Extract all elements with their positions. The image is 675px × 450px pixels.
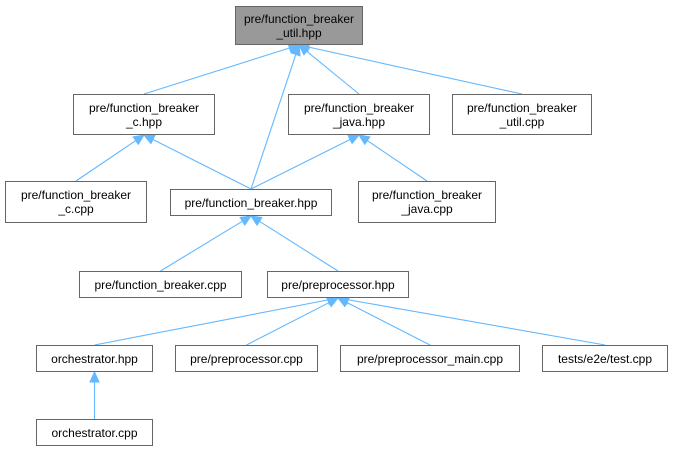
node-label-line2: _c.hpp — [125, 114, 163, 129]
arrowhead-orch_cpp-to-orch_hpp — [89, 370, 100, 383]
arrowhead-pp_cpp-to-pp_hpp — [326, 297, 340, 308]
edge-fb_hpp-to-java_hpp — [250, 138, 351, 190]
node-label-line1: pre/function_breaker — [243, 11, 355, 26]
node-orchestrator-hpp[interactable]: orchestrator.hpp — [36, 345, 153, 372]
node-label: pre/preprocessor_main.cpp — [356, 351, 504, 366]
node-label: tests/e2e/test.cpp — [557, 351, 653, 366]
node-label-line1: pre/function_breaker — [88, 100, 200, 115]
node-label-line1: pre/function_breaker — [20, 188, 132, 202]
node-function-breaker-util-cpp[interactable]: pre/function_breaker _util.cpp — [452, 94, 592, 135]
node-function-breaker-util-hpp[interactable]: pre/function_breaker _util.hpp — [235, 6, 363, 45]
node-label-line2: _util.hpp — [276, 25, 322, 40]
edge-test_cpp-to-pp_hpp — [347, 299, 606, 346]
node-label-line1: pre/function_breaker — [466, 100, 578, 115]
node-preprocessor-main-cpp[interactable]: pre/preprocessor_main.cpp — [340, 345, 520, 372]
node-label: pre/preprocessor.hpp — [281, 277, 395, 292]
node-function-breaker-cpp[interactable]: pre/function_breaker.cpp — [79, 271, 242, 298]
edge-util_cpp-to-util_hpp — [308, 46, 523, 95]
node-label-line2: _java.cpp — [401, 202, 453, 216]
edge-orch_hpp-to-pp_hpp — [94, 299, 329, 346]
node-function-breaker-hpp[interactable]: pre/function_breaker.hpp — [170, 189, 332, 216]
node-function-breaker-c-cpp[interactable]: pre/function_breaker _c.cpp — [5, 181, 147, 223]
arrowhead-java_cpp-to-java_hpp — [357, 134, 371, 146]
edge-fb_hpp-to-util_hpp — [250, 54, 297, 190]
arrowhead-pp_hpp-to-fb_hpp — [249, 215, 263, 227]
edge-java_hpp-to-util_hpp — [306, 50, 360, 95]
edge-pp_main-to-pp_hpp — [346, 302, 431, 346]
node-function-breaker-java-cpp[interactable]: pre/function_breaker _java.cpp — [358, 181, 496, 223]
edge-c_cpp-to-c_hpp — [75, 140, 137, 182]
node-label: pre/function_breaker.cpp — [94, 277, 227, 292]
node-label-line2: _util.cpp — [499, 114, 545, 129]
edge-pp_cpp-to-pp_hpp — [246, 302, 330, 346]
edge-java_cpp-to-java_hpp — [366, 140, 428, 182]
node-label: pre/function_breaker.hpp — [184, 195, 318, 210]
node-label: pre/preprocessor.cpp — [190, 351, 303, 366]
node-function-breaker-java-hpp[interactable]: pre/function_breaker _java.hpp — [288, 94, 430, 135]
edge-c_hpp-to-util_hpp — [143, 47, 290, 95]
arrowhead-fb_hpp-to-c_hpp — [142, 134, 156, 145]
node-label-line2: _java.hpp — [332, 114, 386, 129]
node-function-breaker-c-hpp[interactable]: pre/function_breaker _c.hpp — [73, 94, 215, 135]
arrowhead-fb_hpp-to-util_hpp — [290, 43, 301, 57]
edge-fb_cpp-to-fb_hpp — [160, 220, 243, 272]
node-preprocessor-cpp[interactable]: pre/preprocessor.cpp — [175, 345, 318, 372]
node-label-line1: pre/function_breaker — [371, 188, 483, 202]
node-label-line1: pre/function_breaker — [303, 100, 415, 115]
node-label-line2: _c.cpp — [58, 202, 94, 216]
node-preprocessor-hpp[interactable]: pre/preprocessor.hpp — [267, 271, 409, 298]
edge-fb_hpp-to-c_hpp — [152, 139, 252, 190]
node-label: orchestrator.hpp — [51, 351, 138, 366]
arrowhead-fb_hpp-to-java_hpp — [347, 134, 361, 145]
node-orchestrator-cpp[interactable]: orchestrator.cpp — [36, 419, 153, 446]
node-label: orchestrator.cpp — [51, 425, 138, 440]
arrowhead-c_cpp-to-c_hpp — [132, 134, 146, 146]
node-tests-e2e-test-cpp[interactable]: tests/e2e/test.cpp — [542, 345, 668, 372]
edge-pp_hpp-to-fb_hpp — [259, 220, 339, 272]
arrowhead-fb_cpp-to-fb_hpp — [239, 215, 253, 226]
